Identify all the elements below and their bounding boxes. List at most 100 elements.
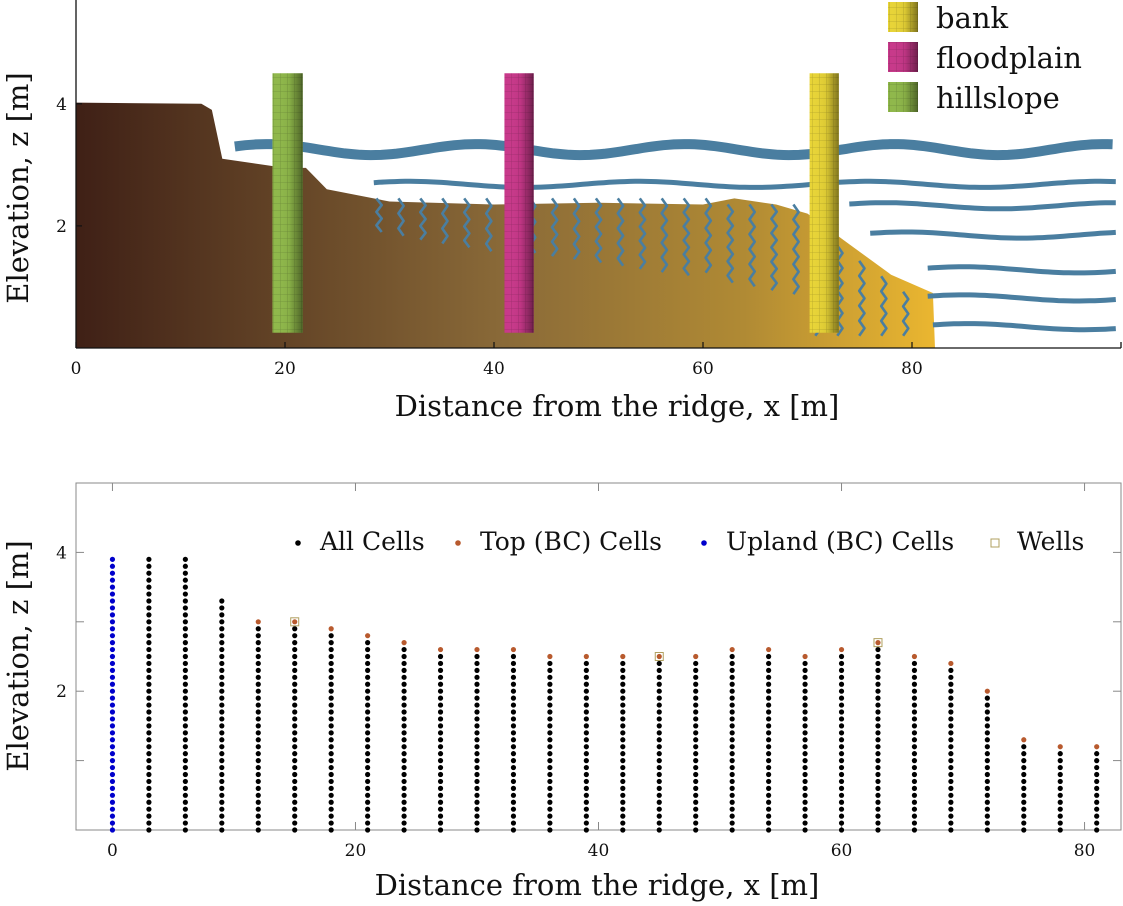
cell-point: [292, 619, 298, 625]
cell-point: [620, 751, 626, 757]
cell-point: [401, 681, 407, 687]
cell-point: [182, 702, 188, 708]
legend-swatch-shade-hillslope: [888, 82, 918, 112]
cell-point: [1057, 799, 1063, 805]
water-line-4: [927, 264, 1116, 276]
zigzag-23: [879, 275, 888, 337]
cell-point: [401, 751, 407, 757]
cell-point: [802, 806, 808, 812]
cell-point: [365, 640, 371, 646]
cell-point: [182, 605, 188, 611]
cell-point: [109, 764, 116, 771]
cell-point: [948, 764, 954, 771]
cell-point: [182, 640, 188, 646]
cell-point: [510, 716, 517, 722]
cell-point: [510, 646, 517, 653]
cell-point: [146, 813, 152, 819]
cell-point: [109, 778, 116, 785]
cell-point: [292, 820, 298, 826]
cell-point: [948, 785, 954, 791]
cell-point: [146, 640, 152, 646]
cell-point: [838, 681, 845, 687]
cell-point: [656, 667, 662, 673]
cell-point: [182, 556, 188, 562]
cell-point: [109, 799, 116, 805]
cell-column-x57: [802, 653, 808, 833]
cell-point: [437, 827, 444, 833]
cell-point: [729, 702, 735, 708]
cell-point: [146, 744, 152, 750]
cell-point: [729, 667, 735, 673]
cell-point: [255, 674, 261, 680]
cell-column-x54: [766, 646, 772, 833]
cell-point: [437, 778, 444, 785]
cell-point: [1094, 764, 1100, 771]
cell-point: [146, 709, 152, 715]
cell-point: [401, 702, 407, 708]
cell-point: [693, 792, 699, 798]
cell-point: [838, 778, 845, 785]
cell-point: [146, 612, 152, 618]
cell-point: [437, 646, 444, 653]
cell-point: [1094, 744, 1100, 750]
cell-point: [292, 681, 298, 687]
cell-point: [693, 820, 699, 826]
cell-point: [109, 612, 116, 618]
cell-point: [984, 764, 990, 771]
cell-point: [328, 633, 334, 639]
cell-point: [1057, 820, 1063, 826]
cell-point: [510, 723, 517, 729]
cell-point: [365, 646, 371, 653]
cell-point: [328, 764, 334, 771]
cell-point: [729, 723, 735, 729]
cell-point: [437, 695, 444, 701]
cell-point: [838, 806, 845, 812]
cell-point: [328, 653, 334, 660]
cell-point: [365, 785, 371, 791]
cell-point: [146, 799, 152, 805]
cell-point: [547, 751, 553, 757]
cell-point: [1057, 813, 1063, 819]
cell-point: [219, 827, 225, 833]
cell-point: [292, 806, 298, 812]
cell-point: [766, 813, 772, 819]
floodplain-well: [504, 73, 534, 333]
cell-point: [328, 702, 334, 708]
cell-point: [365, 667, 371, 673]
cell-point: [948, 674, 954, 680]
cell-point: [802, 771, 808, 778]
cell-point: [182, 619, 188, 625]
cell-point: [182, 758, 188, 764]
cell-point: [802, 716, 808, 722]
cell-column-x48: [693, 653, 699, 833]
cell-point: [146, 702, 152, 708]
cell-point: [1094, 778, 1100, 785]
cell-point: [292, 702, 298, 708]
cell-point: [766, 758, 772, 764]
cell-point: [766, 778, 772, 785]
cell-point: [365, 723, 371, 729]
cell-point: [583, 799, 589, 805]
cell-point: [547, 688, 553, 694]
cell-point: [583, 730, 589, 736]
cell-point: [182, 688, 188, 694]
cell-point: [146, 660, 152, 667]
cell-point: [766, 681, 772, 687]
cell-point: [656, 799, 662, 805]
cell-column-x9: [219, 598, 225, 833]
cell-point: [1057, 758, 1063, 764]
cell-point: [620, 758, 626, 764]
cell-point: [802, 660, 808, 667]
cell-point: [984, 702, 990, 708]
cell-point: [255, 730, 261, 736]
cell-point: [328, 792, 334, 798]
cell-point: [693, 751, 699, 757]
cell-point: [547, 667, 553, 673]
cell-point: [984, 737, 990, 743]
cell-point: [656, 744, 662, 750]
cell-point: [802, 792, 808, 798]
cell-point: [109, 570, 116, 576]
cell-point: [547, 785, 553, 791]
cell-column-x60: [838, 646, 845, 833]
legend-label-1: Top (BC) Cells: [480, 527, 662, 556]
